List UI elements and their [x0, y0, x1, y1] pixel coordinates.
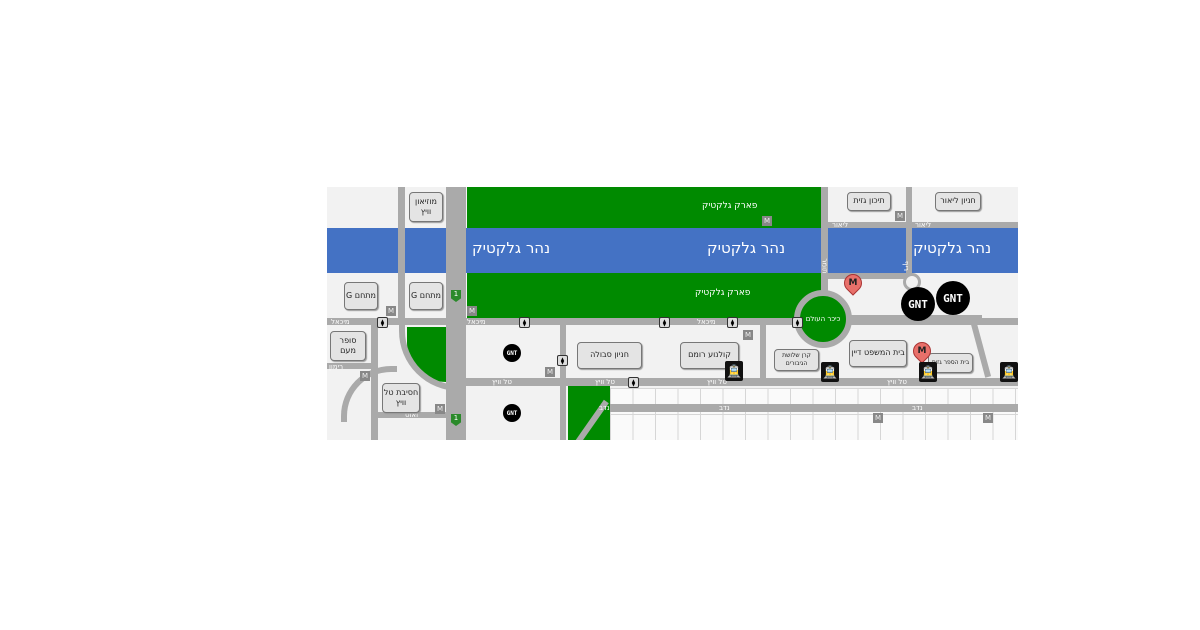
road: [398, 187, 405, 318]
bus-stop-icon[interactable]: ⧫: [519, 317, 530, 328]
road-lior: [828, 222, 1018, 228]
pin-label: M: [917, 346, 927, 356]
bus-stop-icon[interactable]: ⧫: [377, 317, 388, 328]
river-label: נהר גלקטיק: [472, 239, 551, 257]
tram-icon[interactable]: 🚊: [725, 361, 743, 381]
building-complex-g[interactable]: מתחם G: [409, 282, 443, 310]
road-curve: [399, 325, 465, 391]
metro-icon[interactable]: M: [386, 306, 396, 316]
tram-icon[interactable]: 🚊: [1000, 362, 1018, 382]
tram-icon[interactable]: 🚊: [919, 362, 937, 382]
bus-stop-icon[interactable]: ⧫: [557, 355, 568, 366]
building-weitz-museum[interactable]: מוזיאון וויץ: [409, 192, 443, 222]
street-label: מיכאל: [331, 318, 350, 326]
road: [828, 273, 912, 279]
road-michal: [327, 318, 1018, 325]
building-complex-g[interactable]: מתחם G: [344, 282, 378, 310]
metro-icon[interactable]: M: [762, 216, 772, 226]
street-label: טל וויץ: [492, 378, 512, 386]
route-1-shield: 1: [451, 414, 461, 426]
route-1-shield: 1: [451, 290, 461, 302]
metro-icon[interactable]: M: [467, 306, 477, 316]
road-nadav: [610, 404, 1018, 412]
street-label: נדב: [719, 404, 730, 412]
road: [446, 187, 466, 440]
road-rimon: [327, 363, 371, 369]
map[interactable]: נהר גלקטיק נהר גלקטיק נהר גלקטיק פארק גל…: [327, 187, 1018, 440]
building-lior-parking[interactable]: חניון ליאור: [935, 192, 981, 211]
metro-icon[interactable]: M: [360, 371, 370, 381]
building-parking[interactable]: חניון סבולה: [577, 342, 642, 369]
street-label: ליאור: [915, 221, 932, 229]
street-label: נדב: [912, 404, 923, 412]
metro-icon[interactable]: M: [895, 211, 905, 221]
street-label: מיכאל: [697, 318, 716, 326]
bus-stop-icon[interactable]: ⧫: [659, 317, 670, 328]
park-label: פארק גלקטיק: [702, 201, 758, 211]
street-label: ליאור: [832, 221, 849, 229]
bus-stop-icon[interactable]: ⧫: [628, 377, 639, 388]
road: [760, 325, 766, 378]
bus-stop-icon[interactable]: ⧫: [792, 317, 803, 328]
gnt-globe-icon[interactable]: GNT: [901, 287, 935, 321]
park-label: פארק גלקטיק: [695, 288, 751, 298]
street-label: מיכאל: [467, 318, 486, 326]
gnt-globe-icon[interactable]: GNT: [503, 344, 521, 362]
street-label: טל וויץ: [707, 378, 727, 386]
street-label: זאוס: [405, 411, 419, 419]
street-label: נדב: [599, 404, 610, 412]
building-tal-vitz-party[interactable]: חסיבת טל וויץ: [382, 383, 420, 413]
river: [327, 228, 1018, 273]
river-label: נהר גלקטיק: [913, 239, 992, 257]
street-label: טל וויץ: [887, 378, 907, 386]
building-school[interactable]: בית הספר גזית: [928, 353, 973, 373]
gnt-globe-icon[interactable]: GNT: [503, 404, 521, 422]
street-label: רימון: [329, 363, 344, 371]
street-label: טל וויץ: [595, 378, 615, 386]
metro-icon[interactable]: M: [873, 413, 883, 423]
road-tal-vitz: [466, 378, 1018, 386]
pin-label: M: [848, 278, 858, 288]
park-area-corner: [568, 386, 610, 440]
city-blocks: [610, 388, 1018, 440]
street-label: תומר: [820, 258, 829, 274]
road-tomer: [821, 187, 828, 307]
building-court[interactable]: בית המשפט דיין: [849, 340, 907, 367]
road-lior-vertical: [906, 187, 912, 279]
metro-icon[interactable]: M: [545, 367, 555, 377]
road: [560, 325, 566, 440]
road-zaos: [378, 412, 446, 418]
metro-icon[interactable]: M: [435, 404, 445, 414]
metro-icon[interactable]: M: [743, 330, 753, 340]
river-label: נהר גלקטיק: [707, 239, 786, 257]
building-fund[interactable]: קרן שלושת הגיבורים: [774, 349, 819, 371]
building-super[interactable]: סופר מעם: [330, 331, 366, 361]
gnt-globe-icon[interactable]: GNT: [936, 281, 970, 315]
tram-icon[interactable]: 🚊: [821, 362, 839, 382]
street-label: ריף: [902, 261, 910, 271]
building-highschool[interactable]: תיכון גזית: [847, 192, 891, 211]
metro-icon[interactable]: M: [983, 413, 993, 423]
bus-stop-icon[interactable]: ⧫: [727, 317, 738, 328]
